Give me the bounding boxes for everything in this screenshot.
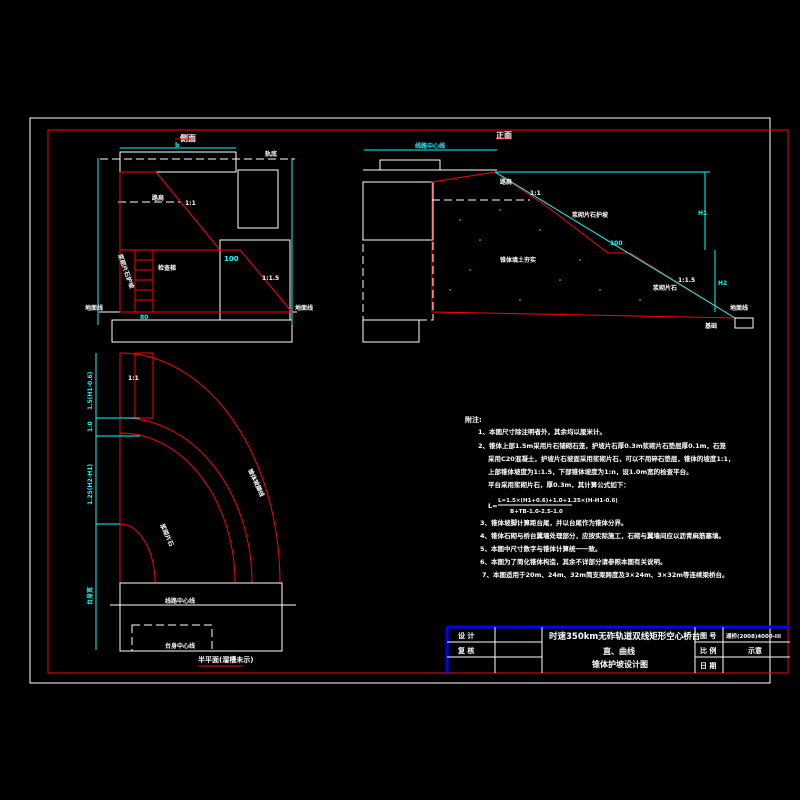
drawing-title-line3: 锥体护坡设计图 [592, 659, 648, 669]
note-item: 3、锥体坡脚计算距台尾，并以台尾作为锥体分界。 [480, 518, 628, 527]
ground-line-left: 地面线 [85, 304, 103, 312]
note-item: 1、本图尺寸除注明者外，其余均以厘米计。 [478, 427, 606, 436]
stair-width-dim: 80 [140, 314, 148, 321]
shoulder-label: 路肩 [152, 194, 164, 202]
front-view-title: 正面 [496, 131, 512, 140]
formula-lhs: L= [488, 502, 498, 510]
platform-dim: 100 [610, 240, 623, 247]
ground-line-label: 地面线 [730, 304, 748, 312]
h-lower-dim: H2 [718, 280, 727, 287]
front-view: 正面 线路中心线 路肩 浆砌片石护坡 100 锥体填土夯实 浆砌片石 地面线 基… [362, 131, 754, 343]
drawing-no: 通桥(2008)4000-III [726, 632, 781, 640]
cone-toe-label: 锥体坡脚线 [246, 467, 266, 498]
formula-denominator: B+TB-1.0-2.5-1.0 [510, 509, 563, 515]
drawing-no-label: 图 号 [700, 631, 716, 640]
top-dim-label: b [175, 142, 180, 149]
rail-top-label: 轨底 [265, 150, 277, 158]
plan-slope-label: 1:1 [128, 375, 139, 382]
notes: 附注: 1、本图尺寸除注明者外，其余均以厘米计。 2、锥体上部1.5m采用片石铺… [465, 415, 734, 579]
plan-dim-2: 1.0 [87, 421, 94, 432]
plan-dim-3: 1.25(H2-H1) [87, 464, 94, 505]
title-block: 设 计 复 核 时速350km无砟轨道双线矩形空心桥台 直、曲线 锥体护坡设计图… [445, 625, 790, 673]
scale-value: 示意 [747, 646, 762, 655]
upper-protection-label: 浆砌片石护坡 [571, 211, 608, 219]
upper-slope-label: 1:1 [530, 190, 541, 197]
protection-label: 浆砌片石 [158, 522, 176, 548]
note-item: 平台采用浆砌片石，厚0.3m，其计算公式如下： [488, 480, 630, 489]
side-view-title: 侧面 [180, 133, 196, 143]
h-upper-dim: H1 [698, 210, 707, 217]
date-label: 日 期 [700, 661, 716, 670]
note-item: 上部锥体坡度为1:1.5，下部锥体坡度为1:n，设1.0m宽的检查平台。 [488, 467, 693, 476]
line-center-label: 线路中心线 [165, 597, 195, 605]
slope-upper-label: 1:1 [185, 200, 196, 207]
formula-numerator: L=1.5×(H1+0.6)+1.0+1.25×(H-H1-0.6) [498, 498, 618, 504]
notes-heading: 附注: [465, 415, 482, 424]
plan-view: 线路中心线 台身中心线 锥体坡脚线 浆砌片石 1:1 1.5(H1-0.6) 1… [86, 352, 296, 667]
ground-line-right: 地面线 [295, 304, 313, 312]
fill-dots [449, 209, 641, 301]
plan-dim-1: 1.5(H1-0.6) [87, 371, 94, 410]
platform-width-dim: 100 [224, 255, 239, 263]
plan-view-title: 半平面(溜槽未示) [198, 655, 253, 664]
review-label: 复 核 [457, 646, 474, 655]
note-item: 采用C20混凝土，护坡片石坡面采用浆砌片石，可以不用碎石垫层，锥体的坡度1:1， [488, 454, 734, 463]
shoulder-label: 路肩 [500, 178, 512, 186]
plan-dim-4: 台身宽 [86, 587, 94, 605]
track-center-label: 线路中心线 [415, 142, 445, 150]
stair-label: 检查梯 [158, 264, 176, 272]
side-view: 侧面 b 轨底 路肩 1:1 1:1.5 检查梯 浆砌片石护坡 100 80 地… [85, 133, 313, 343]
note-item: 2、锥体上部1.5m采用片石铺砌石笼，护坡片石厚0.3m浆砌片石垫层厚0.1m，… [478, 441, 726, 450]
lower-slope-label: 1:1.5 [678, 277, 695, 284]
note-item: 7、本图适用于20m、24m、32m简支梁跨度及3×24m、3×32m等连续梁桥… [482, 570, 729, 579]
note-item: 6、本图为了简化锥体构造，其余不详部分请参照本图有关说明。 [480, 557, 667, 566]
note-item: 5、本图中尺寸数字与锥体计算统一一致。 [480, 544, 602, 553]
inner-frame [47, 129, 789, 674]
slope-lower-label: 1:1.5 [262, 275, 279, 282]
abutment-center-label: 台身中心线 [165, 642, 195, 650]
note-item: 4、锥体石砌与桥台翼墙处理部分，应按实际施工，石砌与翼墙间应以沥青麻筋塞填。 [480, 531, 725, 540]
scale-label: 比 例 [700, 646, 716, 655]
toe-label: 基础 [704, 322, 717, 330]
fill-label: 锥体填土夯实 [500, 256, 536, 264]
stair-side-label: 浆砌片石护坡 [116, 252, 136, 290]
drawing-title-line2: 直、曲线 [603, 646, 635, 656]
drawing-title-line1: 时速350km无砟轨道双线矩形空心桥台 [549, 631, 701, 642]
design-label: 设 计 [458, 631, 474, 640]
outer-frame [29, 117, 771, 684]
lower-protection-label: 浆砌片石 [652, 284, 677, 292]
